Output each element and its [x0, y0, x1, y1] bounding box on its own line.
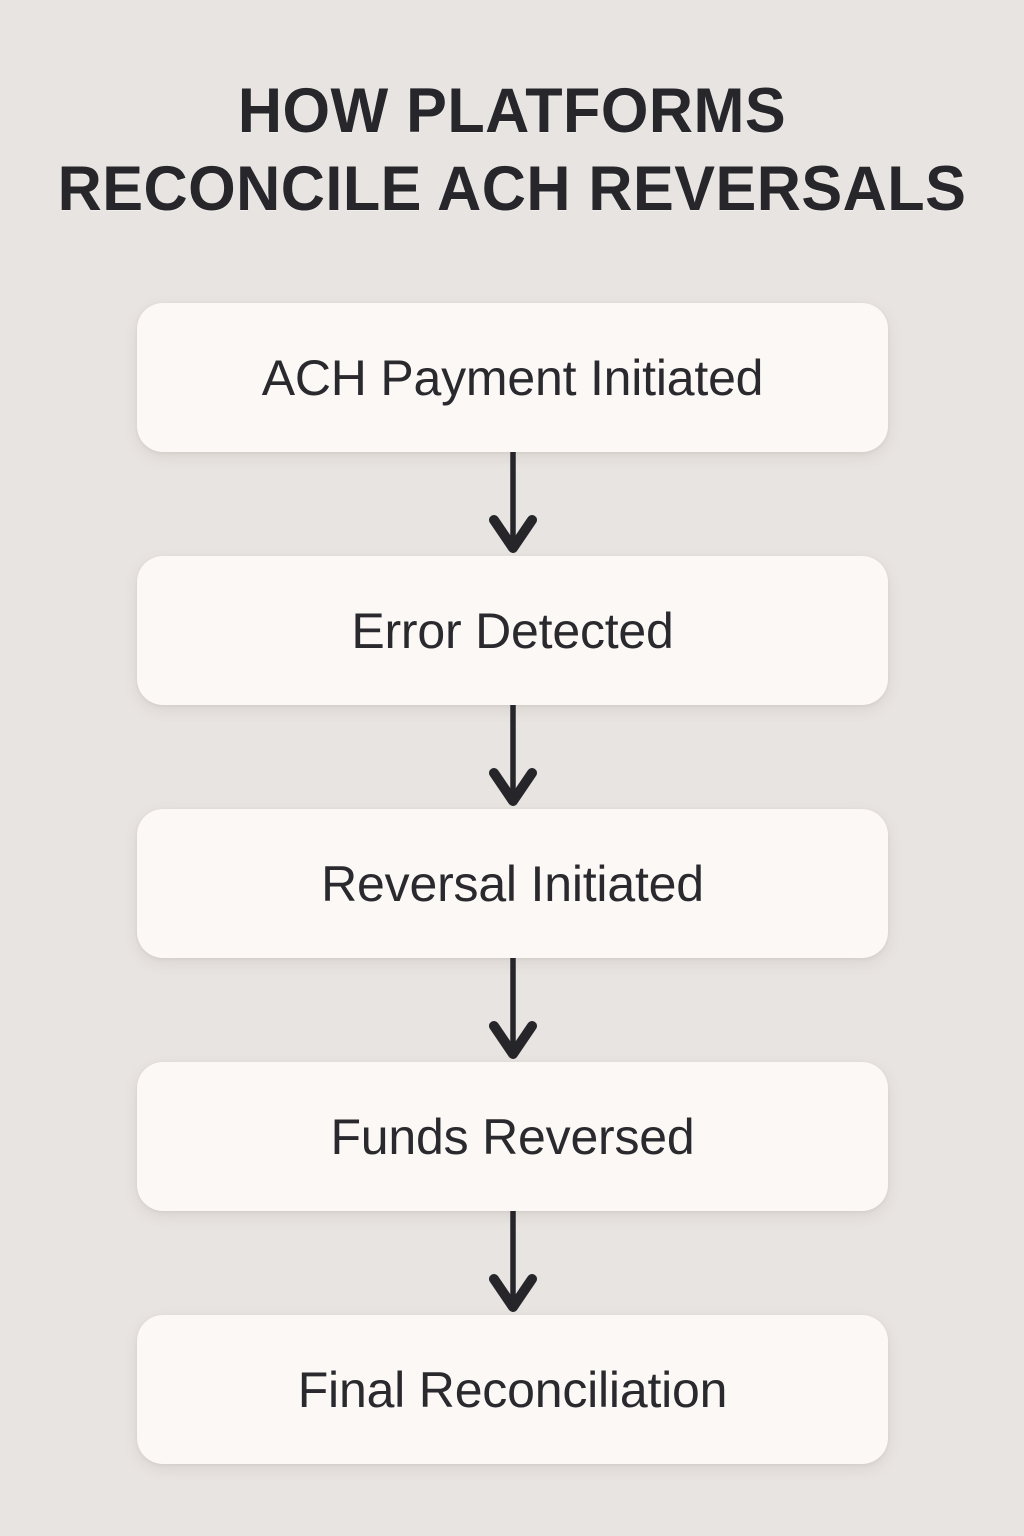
flow-step-2: Error Detected — [137, 556, 888, 705]
flow-box-ach-payment-initiated[interactable]: ACH Payment Initiated — [137, 303, 888, 452]
page-title: HOW PLATFORMS RECONCILE ACH REVERSALS — [0, 72, 1024, 228]
flow-box-reversal-initiated[interactable]: Reversal Initiated — [137, 809, 888, 958]
flow-connector-4 — [137, 1211, 888, 1315]
arrow-down-icon — [488, 958, 537, 1059]
flow-connector-2 — [137, 705, 888, 809]
flow-step-5: Final Reconciliation — [137, 1315, 888, 1464]
flow-box-label: Error Detected — [351, 602, 674, 659]
flow-step-4: Funds Reversed — [137, 1062, 888, 1211]
flow-box-label: ACH Payment Initiated — [261, 349, 764, 406]
arrow-down-icon — [488, 452, 537, 553]
flow-box-funds-reversed[interactable]: Funds Reversed — [137, 1062, 888, 1211]
flow-box-error-detected[interactable]: Error Detected — [137, 556, 888, 705]
page-title-line-2: RECONCILE ACH REVERSALS — [57, 154, 967, 224]
flow-step-3: Reversal Initiated — [137, 809, 888, 958]
arrow-down-icon — [488, 705, 537, 806]
page-title-line-1: HOW PLATFORMS — [237, 76, 787, 146]
flow-box-label: Reversal Initiated — [321, 855, 704, 912]
flow-step-1: ACH Payment Initiated — [137, 303, 888, 452]
flow-connector-3 — [137, 958, 888, 1062]
flowchart: ACH Payment Initiated Error Detected — [137, 303, 888, 1464]
flow-box-label: Final Reconciliation — [297, 1361, 728, 1418]
flow-connector-1 — [137, 452, 888, 556]
arrow-down-icon — [488, 1211, 537, 1312]
flow-box-label: Funds Reversed — [330, 1108, 695, 1165]
flow-box-final-reconciliation[interactable]: Final Reconciliation — [137, 1315, 888, 1464]
